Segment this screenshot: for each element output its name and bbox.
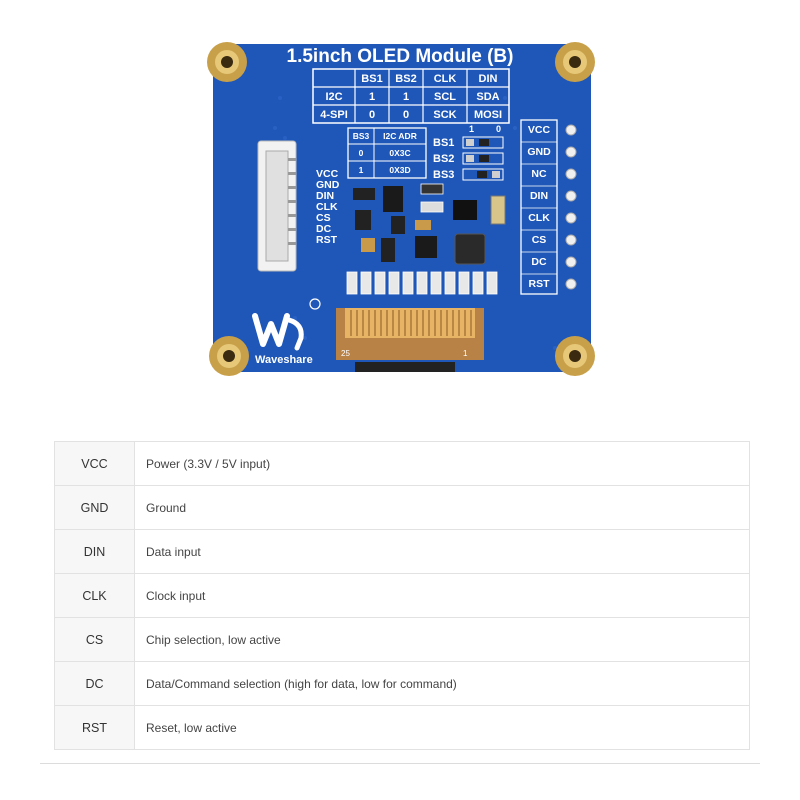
table-row: GND Ground <box>54 485 750 530</box>
mode-header-bs1: BS1 <box>361 73 382 85</box>
mode-spi-bs1: 0 <box>369 109 375 121</box>
table-row: RST Reset, low active <box>54 705 750 750</box>
pin-description: Clock input <box>134 573 750 618</box>
mode-header-clk: CLK <box>434 73 457 85</box>
left-pin-gnd: GND <box>316 179 340 191</box>
components <box>353 183 506 265</box>
pin-description: Power (3.3V / 5V input) <box>134 441 750 486</box>
left-pin-vcc: VCC <box>316 168 339 180</box>
mode-header-din: DIN <box>479 73 498 85</box>
addr-header-adr: I2C ADR <box>383 131 417 141</box>
pin-description: Data/Command selection (high for data, l… <box>134 661 750 706</box>
right-pin-dc: DC <box>531 256 547 268</box>
switch-label-bs2: BS2 <box>433 153 454 165</box>
switch-label-bs1: BS1 <box>433 137 454 149</box>
pin-description: Chip selection, low active <box>134 617 750 662</box>
pin-table: VCC Power (3.3V / 5V input) GND Ground D… <box>54 441 750 750</box>
addr-table: BS3 I2C ADR 0 0X3C 1 0X3D <box>347 127 427 179</box>
fpc-label-1: 1 <box>463 349 468 358</box>
standoffs <box>207 42 595 376</box>
left-pin-cs: CS <box>316 212 331 224</box>
fpc-ribbon: 25 1 <box>336 308 484 372</box>
jst-connector <box>257 140 297 272</box>
table-row: VCC Power (3.3V / 5V input) <box>54 441 750 486</box>
fpc-label-25: 25 <box>341 349 350 358</box>
mode-spi: 4-SPI <box>320 109 348 121</box>
switch-label-bs3: BS3 <box>433 169 454 181</box>
mode-spi-bs2: 0 <box>403 109 409 121</box>
pin-name: CLK <box>54 573 135 618</box>
right-pin-nc: NC <box>531 168 547 180</box>
right-pin-rst: RST <box>529 278 551 290</box>
addr-row1-adr: 0X3D <box>389 165 410 175</box>
table-row: CLK Clock input <box>54 573 750 618</box>
addr-row0-adr: 0X3C <box>389 148 410 158</box>
mode-i2c: I2C <box>325 91 342 103</box>
pin-name: GND <box>54 485 135 530</box>
pin-name: DIN <box>54 529 135 574</box>
pin-description: Data input <box>134 529 750 574</box>
oled-board-svg: 1.5inch OLED Module (B) BS1 BS2 CLK DIN … <box>207 42 595 376</box>
switch-header-1: 1 <box>469 124 474 134</box>
pin-name: VCC <box>54 441 135 486</box>
waveshare-logo: Waveshare <box>252 298 321 366</box>
pin-description: Reset, low active <box>134 705 750 750</box>
mode-i2c-din: SDA <box>476 91 499 103</box>
pin-name: RST <box>54 705 135 750</box>
bottom-divider <box>40 763 760 764</box>
right-pin-cs: CS <box>532 234 547 246</box>
right-pin-gnd: GND <box>527 146 551 158</box>
brand-name: Waveshare <box>255 354 313 366</box>
oled-module-image: 1.5inch OLED Module (B) BS1 BS2 CLK DIN … <box>205 38 598 383</box>
mode-header-bs2: BS2 <box>395 73 416 85</box>
left-pin-din: DIN <box>316 190 334 202</box>
mode-i2c-bs2: 1 <box>403 91 409 103</box>
bs-switches: 1 0 BS1 BS2 BS3 <box>433 124 504 181</box>
table-row: CS Chip selection, low active <box>54 617 750 662</box>
mode-spi-clk: SCK <box>433 109 456 121</box>
mode-table: BS1 BS2 CLK DIN I2C 1 1 SCL SDA 4-SPI 0 … <box>312 68 510 124</box>
addr-row1-bs3: 1 <box>359 165 364 175</box>
mode-spi-din: MOSI <box>474 109 502 121</box>
right-pin-din: DIN <box>530 190 548 202</box>
addr-header-bs3: BS3 <box>353 131 370 141</box>
board-title: 1.5inch OLED Module (B) <box>287 46 514 67</box>
right-pin-clk: CLK <box>528 212 550 224</box>
addr-row0-bs3: 0 <box>359 148 364 158</box>
left-pin-rst: RST <box>316 234 338 246</box>
right-header: VCC GND NC DIN CLK CS DC RST <box>520 119 577 295</box>
table-row: DIN Data input <box>54 529 750 574</box>
mode-i2c-bs1: 1 <box>369 91 375 103</box>
left-pin-dc: DC <box>316 223 332 235</box>
mode-i2c-clk: SCL <box>434 91 456 103</box>
resistor-row <box>346 271 498 295</box>
pin-description: Ground <box>134 485 750 530</box>
switch-header-0: 0 <box>496 124 501 134</box>
pin-name: DC <box>54 661 135 706</box>
table-row: DC Data/Command selection (high for data… <box>54 661 750 706</box>
pin-name: CS <box>54 617 135 662</box>
left-pin-clk: CLK <box>316 201 338 213</box>
right-pin-vcc: VCC <box>528 124 551 136</box>
